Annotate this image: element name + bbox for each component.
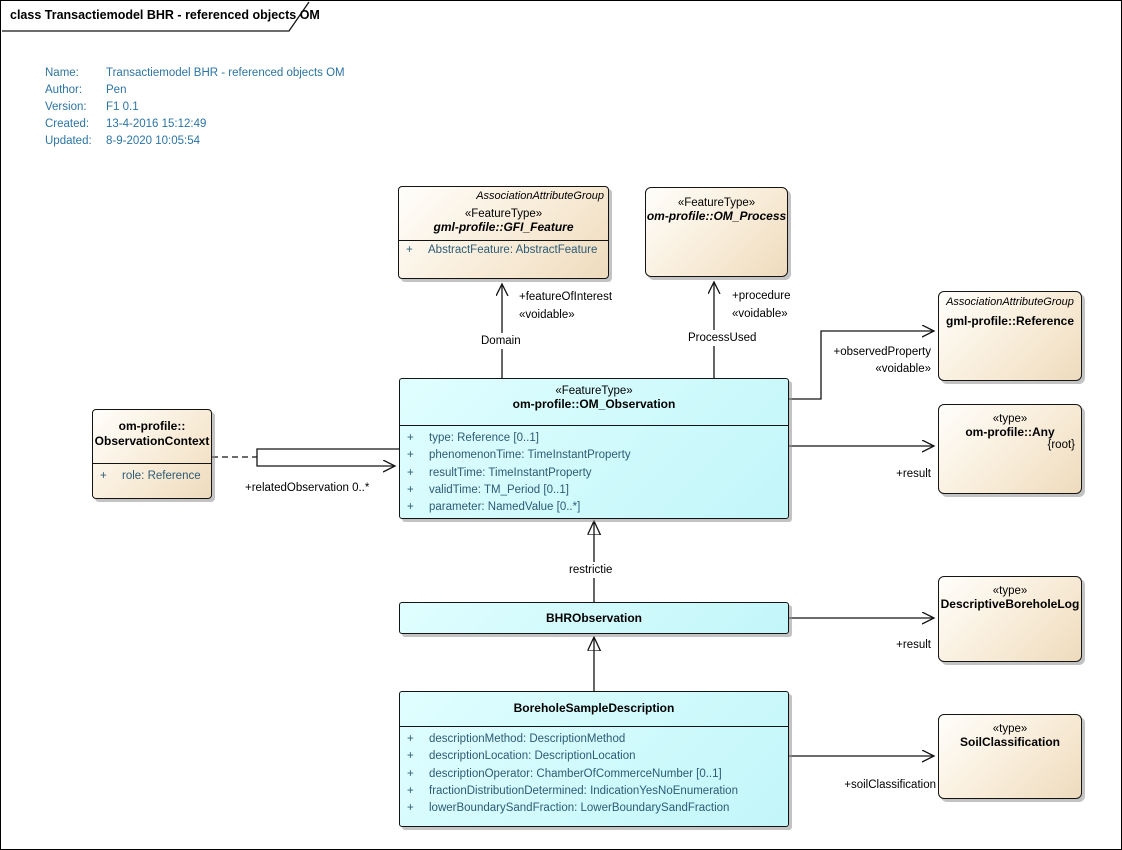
attribute-text: parameter: NamedValue [0..*] xyxy=(429,501,581,514)
class-stereotype: «type» xyxy=(992,723,1028,735)
attribute-text: descriptionLocation: DescriptionLocation xyxy=(429,750,636,763)
role-label-observed-property: +observedProperty xyxy=(833,346,932,358)
attribute-row: +type: Reference [0..1] xyxy=(400,430,788,447)
class-name: BoreholeSampleDescription xyxy=(513,701,675,715)
metadata-label: Updated: xyxy=(45,135,92,147)
class-name: om-profile::OM_Observation xyxy=(512,397,676,411)
class-any[interactable]: «type» om-profile::Any {root} xyxy=(938,404,1082,494)
metadata-value: Pen xyxy=(106,84,127,96)
class-soil-classification[interactable]: «type» SoilClassification xyxy=(938,714,1082,799)
class-name-line2: ObservationContext xyxy=(94,434,210,448)
diagram-metadata: Name: Transactiemodel BHR - referenced ob… xyxy=(45,65,345,150)
attribute-text: lowerBoundarySandFraction: LowerBoundary… xyxy=(429,802,730,815)
metadata-label: Author: xyxy=(45,84,83,96)
metadata-row: Updated: 8-9-2020 10:05:54 xyxy=(45,133,345,150)
class-descriptive-borehole-log[interactable]: «type» DescriptiveBoreholeLog xyxy=(938,576,1082,662)
class-om-observation[interactable]: «FeatureType» om-profile::OM_Observation… xyxy=(399,378,789,519)
class-observation-context[interactable]: om-profile:: ObservationContext +role: R… xyxy=(92,409,212,499)
metadata-value: F1 0.1 xyxy=(106,101,139,113)
attribute-row: +descriptionMethod: DescriptionMethod xyxy=(400,731,788,748)
class-om-process[interactable]: «FeatureType» om-profile::OM_Process xyxy=(645,187,788,277)
role-label-result: +result xyxy=(896,639,931,651)
class-name: gml-profile::GFI_Feature xyxy=(433,220,574,234)
metadata-row: Name: Transactiemodel BHR - referenced ob… xyxy=(45,65,345,82)
class-name: BHRObservation xyxy=(545,611,643,625)
class-bhr-observation[interactable]: BHRObservation xyxy=(399,602,789,634)
attribute-text: resultTime: TimeInstantProperty xyxy=(429,466,592,479)
attribute-text: descriptionMethod: DescriptionMethod xyxy=(429,732,626,745)
metadata-label: Name: xyxy=(45,67,79,79)
class-borehole-sample-description[interactable]: BoreholeSampleDescription +descriptionMe… xyxy=(399,691,789,827)
class-stereotype: «FeatureType» xyxy=(555,385,633,397)
class-gfi-feature[interactable]: AssociationAttributeGroup «FeatureType» … xyxy=(398,186,609,279)
stereotype-label-voidable: «voidable» xyxy=(732,308,788,320)
metadata-row: Version: F1 0.1 xyxy=(45,99,345,116)
class-name: DescriptiveBoreholeLog xyxy=(940,597,1080,611)
connector-relatedobservation-loop xyxy=(256,448,399,466)
attribute-row: +AbstractFeature: AbstractFeature xyxy=(399,242,608,259)
class-reference[interactable]: AssociationAttributeGroup gml-profile::R… xyxy=(938,291,1082,381)
attribute-row: +validTime: TM_Period [0..1] xyxy=(400,482,788,499)
attribute-text: fractionDistributionDetermined: Indicati… xyxy=(429,785,738,798)
role-label-procedure: +procedure xyxy=(732,290,791,302)
metadata-value: Transactiemodel BHR - referenced objects… xyxy=(106,67,345,79)
attribute-row: +descriptionLocation: DescriptionLocatio… xyxy=(400,748,788,765)
attribute-row: +role: Reference xyxy=(93,468,211,485)
role-label-soil-classification: +soilClassification xyxy=(844,779,936,791)
attribute-row: +lowerBoundarySandFraction: LowerBoundar… xyxy=(400,800,788,817)
class-constraint: {root} xyxy=(1047,439,1076,451)
attribute-row: +descriptionOperator: ChamberOfCommerceN… xyxy=(400,766,788,783)
generalization-label-restrictie: restrictie xyxy=(566,562,616,578)
class-stereotype: «FeatureType» xyxy=(464,208,543,220)
stereotype-label-voidable: «voidable» xyxy=(875,363,931,375)
class-tag: AssociationAttributeGroup xyxy=(946,296,1074,308)
class-name: om-profile::Any xyxy=(965,425,1055,439)
attribute-text: role: Reference xyxy=(122,469,201,482)
attribute-text: type: Reference [0..1] xyxy=(429,431,539,444)
metadata-value: 13-4-2016 15:12:49 xyxy=(106,118,207,130)
attribute-row: +fractionDistributionDetermined: Indicat… xyxy=(400,783,788,800)
class-tag: AssociationAttributeGroup xyxy=(476,190,604,202)
class-name: gml-profile::Reference xyxy=(945,314,1075,328)
stereotype-label-voidable: «voidable» xyxy=(519,309,575,321)
diagram-title: class Transactiemodel BHR - referenced o… xyxy=(10,8,320,22)
class-name-line1: om-profile:: xyxy=(118,419,186,433)
role-label-feature-of-interest: +featureOfInterest xyxy=(519,291,613,303)
class-name: om-profile::OM_Process xyxy=(646,209,787,223)
class-stereotype: «type» xyxy=(992,413,1028,425)
class-stereotype: «type» xyxy=(992,585,1028,597)
class-name: SoilClassification xyxy=(959,735,1061,749)
metadata-row: Created: 13-4-2016 15:12:49 xyxy=(45,116,345,133)
attribute-row: +phenomenonTime: TimeInstantProperty xyxy=(400,447,788,464)
association-name-processused: ProcessUsed xyxy=(685,330,760,346)
metadata-label: Version: xyxy=(45,101,87,113)
association-name-domain: Domain xyxy=(478,333,524,349)
attribute-row: +parameter: NamedValue [0..*] xyxy=(400,499,788,516)
attribute-text: validTime: TM_Period [0..1] xyxy=(429,484,569,497)
class-stereotype: «FeatureType» xyxy=(677,197,756,209)
role-label-related-observation: +relatedObservation 0..* xyxy=(245,482,370,494)
metadata-label: Created: xyxy=(45,118,90,130)
role-label-result: +result xyxy=(896,468,931,480)
metadata-row: Author: Pen xyxy=(45,82,345,99)
attribute-text: AbstractFeature: AbstractFeature xyxy=(428,244,598,256)
attribute-text: descriptionOperator: ChamberOfCommerceNu… xyxy=(429,767,722,780)
attribute-text: phenomenonTime: TimeInstantProperty xyxy=(429,449,631,462)
metadata-value: 8-9-2020 10:05:54 xyxy=(106,135,200,147)
attribute-row: +resultTime: TimeInstantProperty xyxy=(400,465,788,482)
